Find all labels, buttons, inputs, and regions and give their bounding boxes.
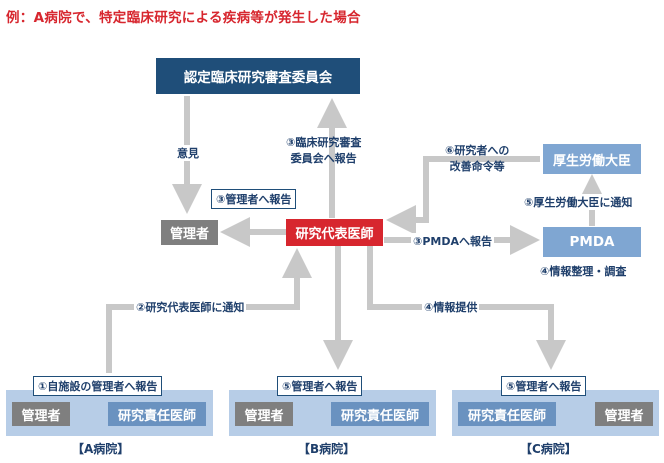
review-committee-box: 認定臨床研究審査委員会 [156,58,360,94]
hospital-c-investigator-box: 研究責任医師 [458,402,556,426]
page-title: 例：A病院で、特定臨床研究による疾病等が発生した場合 [6,10,361,26]
tag-report-manager: ③管理者へ報告 [211,189,297,209]
hospital-b-investigator-box: 研究責任医師 [331,402,429,426]
label-notify-mhlw: ⑤厚生労働大臣に通知 [522,194,635,210]
hospital-b-name: 【B病院】 [298,442,356,456]
manager-box-top: 管理者 [161,220,218,245]
label-info-organize: ④情報整理・調査 [538,263,629,279]
hospital-a-investigator-box: 研究責任医師 [108,402,206,426]
label-info-provide: ④情報提供 [422,299,480,315]
hospital-a-tag: ①自施設の管理者へ報告 [33,376,163,396]
label-report-pmda: ③PMDAへ報告 [411,233,494,249]
arrow-improve-order [386,156,540,235]
mhlw-box: 厚生労働大臣 [543,144,641,174]
hospital-c-tag: ⑤管理者へ報告 [501,376,587,396]
hospital-c-manager-box: 管理者 [595,402,653,426]
hospital-c-name: 【C病院】 [520,442,577,456]
pmda-box: PMDA [543,227,641,257]
hospital-b-tag: ⑤管理者へ報告 [277,376,363,396]
hospital-b-manager-box: 管理者 [235,402,293,426]
label-report-committee: ③臨床研究審査 委員会へ報告 [286,136,362,165]
label-opinion: 意見 [175,145,201,161]
hospital-a-name: 【A病院】 [72,442,130,456]
hospital-a-manager-box: 管理者 [12,402,70,426]
principal-investigator-box: 研究代表医師 [286,219,383,246]
label-notify-pi: ②研究代表医師に通知 [134,299,247,315]
label-improve-order: ⑥研究者への 改善命令等 [445,144,510,173]
